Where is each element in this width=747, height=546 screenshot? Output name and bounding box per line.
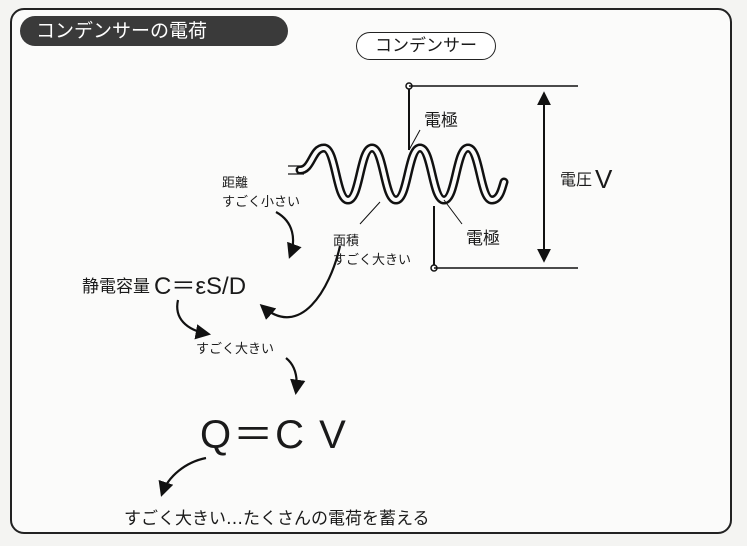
electrode-bottom-leader: [443, 199, 463, 225]
capacitor-heading: コンデンサー: [356, 32, 496, 60]
electrode-top-leader: [408, 129, 421, 151]
capacitance-label: 静電容量: [82, 277, 150, 297]
voltage-symbol: V: [595, 164, 613, 194]
area-leader: [359, 201, 381, 225]
capacitance-arrow: [176, 299, 212, 340]
distance-line1: 距離: [222, 176, 249, 191]
area-arrow: [259, 245, 342, 320]
distance-arrow: [275, 211, 302, 259]
charge-arrow: [158, 456, 207, 497]
conclusion-text: すごく大きい…たくさんの電荷を蓄える: [124, 509, 430, 529]
electrode-bottom-label: 電極: [466, 229, 500, 249]
capacitance-formula: C＝εS/D: [154, 273, 247, 300]
area-line1: 面積: [333, 234, 360, 249]
distance-line2: すごく小さい: [222, 195, 301, 210]
voltage-prefix: 電圧: [560, 170, 593, 189]
big-label: すごく大きい: [196, 342, 275, 357]
folded-electrodes: [295, 143, 509, 205]
area-label: 面積 すごく大きい: [333, 232, 411, 270]
figure-frame: [10, 8, 732, 534]
figure-title: コンデンサーの電荷: [20, 16, 288, 46]
big-arrow: [285, 357, 306, 396]
distance-label: 距離 すごく小さい: [222, 174, 300, 212]
charge-formula: Q＝C V: [200, 413, 348, 457]
area-line2: すごく大きい: [333, 253, 412, 268]
electrode-top-label: 電極: [424, 111, 458, 131]
